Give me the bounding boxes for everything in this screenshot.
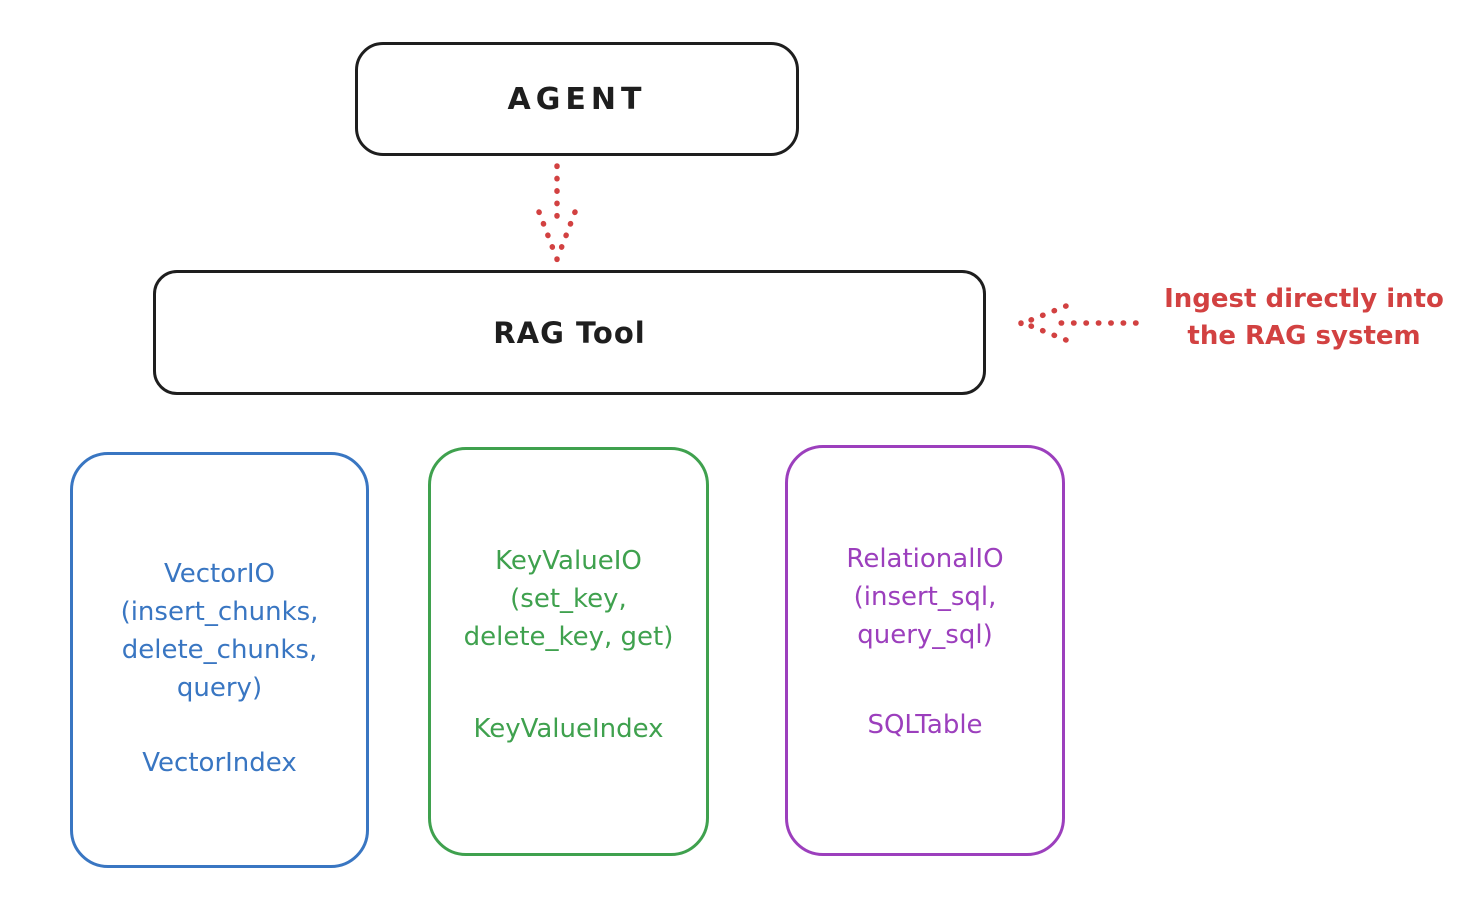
vector-index-label: VectorIndex <box>142 748 297 778</box>
ingest-annotation-line1: Ingest directly into <box>1164 284 1444 314</box>
keyvalue-io-title: KeyValueIO <box>495 546 642 576</box>
relational-io-params-line2: query_sql) <box>857 620 993 650</box>
rag-tool-label: RAG Tool <box>493 315 646 350</box>
rag-tool-node: RAG Tool <box>153 270 986 395</box>
vector-io-params-line1: (insert_chunks, <box>120 597 319 627</box>
relational-io-title: RelationalIO <box>846 544 1004 574</box>
agent-to-ragtool-arrow <box>536 163 578 263</box>
sql-table-label: SQLTable <box>867 710 983 740</box>
vector-io-params-line2: delete_chunks, <box>121 635 318 665</box>
keyvalue-io-params-line2: delete_key, get) <box>463 622 674 652</box>
ingest-annotation: Ingest directly into the RAG system <box>1132 281 1476 355</box>
backend-vector-io-node: VectorIO (insert_chunks, delete_chunks, … <box>70 452 369 868</box>
backend-keyvalue-io-node: KeyValueIO (set_key, delete_key, get) Ke… <box>428 447 709 856</box>
agent-label: AGENT <box>507 81 647 117</box>
keyvalue-index-label: KeyValueIndex <box>473 714 664 744</box>
relational-io-params-line1: (insert_sql, <box>853 582 997 612</box>
vector-io-title: VectorIO <box>164 559 275 589</box>
keyvalue-io-params-line1: (set_key, <box>510 584 627 614</box>
ingest-arrow <box>1018 303 1139 343</box>
ingest-annotation-line2: the RAG system <box>1187 321 1421 351</box>
vector-io-params-line3: query) <box>176 673 263 703</box>
backend-relational-io-node: RelationalIO (insert_sql, query_sql) SQL… <box>785 445 1065 856</box>
agent-node: AGENT <box>355 42 799 156</box>
